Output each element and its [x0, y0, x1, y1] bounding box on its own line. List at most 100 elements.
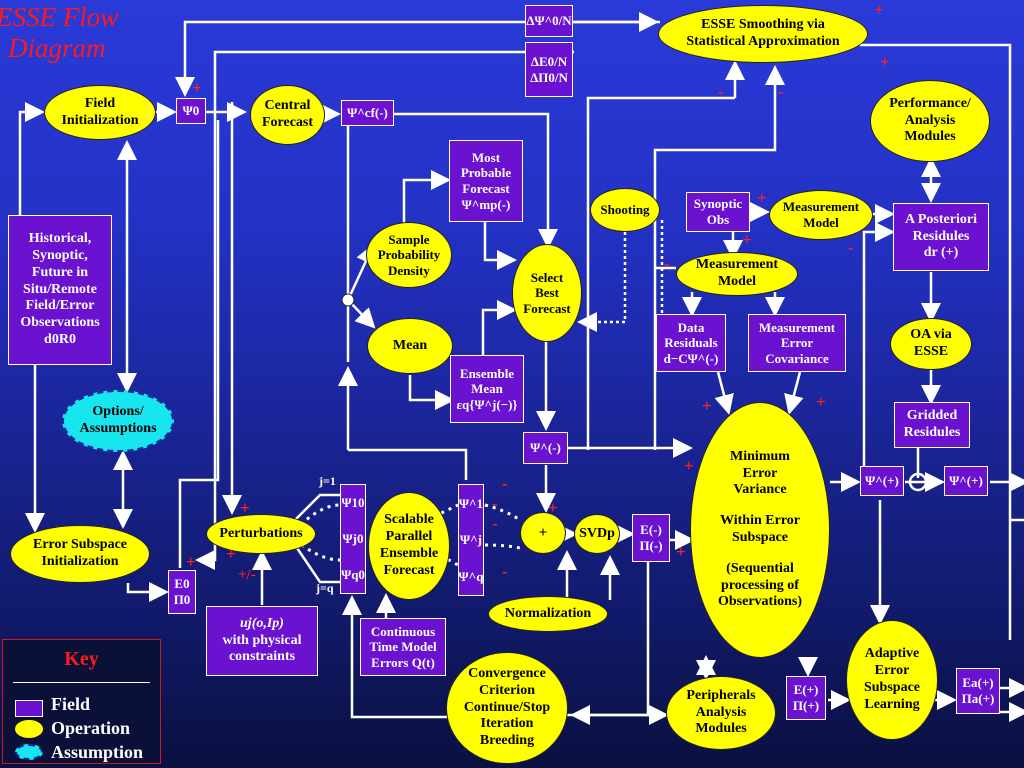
node-label: with physical: [222, 632, 302, 648]
sign-plus: +: [676, 542, 686, 561]
performance-analysis-node[interactable]: Performance/ Analysis Modules: [870, 80, 990, 162]
central-forecast-node[interactable]: Central Forecast: [250, 85, 325, 145]
node-label: Model: [803, 215, 839, 230]
data-residuals-field[interactable]: Data Residuals d−CΨ^(-): [656, 314, 726, 372]
sign-plus: +: [548, 498, 558, 517]
label-plus-minus: +/-: [238, 567, 256, 583]
ensemble-mean-field[interactable]: Ensemble Mean εq{Ψ^j(−)}: [450, 355, 524, 423]
node-label: Measurement: [782, 199, 860, 215]
psi0-ensemble-stack[interactable]: Ψ10 Ψj0 Ψq0: [340, 484, 366, 594]
node-label: Observations: [20, 315, 100, 331]
node-label: Most: [471, 149, 501, 165]
node-label: Data: [677, 319, 705, 335]
node-label: Ea(+): [962, 675, 994, 691]
node-label: Continue/Stop: [463, 699, 551, 715]
node-label: εq{Ψ^j(−)}: [456, 396, 518, 412]
normalization-node[interactable]: Normalization: [488, 596, 608, 632]
convergence-criterion-node[interactable]: Convergence Criterion Continue/Stop Iter…: [446, 652, 568, 764]
uj-physical-constraints-field[interactable]: uj(o,Ip) with physical constraints: [206, 606, 318, 676]
historical-observations-field[interactable]: Historical, Synoptic, Future in Situ/Rem…: [8, 215, 112, 365]
most-probable-forecast-field[interactable]: Most Probable Forecast Ψ^mp(-): [449, 140, 523, 222]
psi-cf-field[interactable]: Ψ^cf(-): [341, 100, 394, 126]
node-label: Assumptions: [79, 421, 157, 436]
node-label: Modules: [695, 721, 747, 737]
node-label: Residules: [903, 425, 961, 440]
node-label: E(-): [640, 522, 662, 538]
node-label: Learning: [864, 696, 920, 712]
esse-smoothing-node[interactable]: ESSE Smoothing via Statistical Approxima…: [658, 5, 868, 63]
sign-plus: +: [192, 78, 202, 97]
sum-operator-node[interactable]: +: [520, 512, 566, 554]
sign-minus: -: [718, 82, 724, 101]
node-label: dr (+): [923, 245, 959, 261]
svd-node[interactable]: SVDp: [574, 514, 620, 554]
adaptive-error-subspace-node[interactable]: Adaptive Error Subspace Learning: [846, 620, 938, 740]
node-label: Ψq0: [341, 567, 365, 583]
node-label: Probability: [377, 247, 441, 263]
legend-field-label: Field: [51, 694, 90, 714]
node-label: Central: [264, 98, 311, 114]
node-label: Synoptic,: [32, 248, 88, 263]
node-label: Breeding: [479, 733, 535, 749]
node-label: Residules: [912, 228, 970, 244]
continuous-model-errors-field[interactable]: Continuous Time Model Errors Q(t): [360, 618, 446, 676]
perturbations-node[interactable]: Perturbations: [206, 514, 316, 554]
node-label: Options/: [92, 404, 144, 420]
sign-plus: +: [240, 498, 250, 517]
node-label: Initialization: [41, 554, 119, 569]
psi-plus-field-2[interactable]: Ψ^(+): [944, 466, 988, 496]
measurement-model-mid-node[interactable]: Measurement Model: [676, 252, 798, 296]
node-label: Error: [780, 335, 814, 351]
label-j1: j=1: [319, 474, 336, 488]
node-label: Continuous: [370, 623, 436, 639]
node-label: Ψ^q: [458, 568, 484, 584]
options-assumptions-node[interactable]: Options/ Assumptions: [62, 390, 174, 452]
psi0-field[interactable]: Ψ0: [176, 98, 206, 124]
label-jq: j=q: [316, 581, 334, 595]
node-label: Obs: [706, 212, 730, 227]
shooting-node[interactable]: Shooting: [590, 188, 660, 232]
e0-pi0-field[interactable]: E0 Π0: [168, 570, 196, 614]
node-label: Ψ0: [182, 103, 200, 119]
e-pi-plus-field[interactable]: E(+) Π(+): [786, 676, 826, 720]
node-label: ΔΠ0/N: [530, 69, 568, 85]
minimum-error-variance-node[interactable]: Minimum Error Variance Within Error Subs…: [690, 402, 830, 658]
ea-pia-field[interactable]: Ea(+) Πa(+): [956, 668, 1000, 714]
psi-hat-ensemble-stack[interactable]: Ψ^1 Ψ^j Ψ^q: [458, 484, 484, 596]
peripherals-analysis-node[interactable]: Peripherals Analysis Modules: [666, 676, 776, 750]
sample-probability-density-node[interactable]: Sample Probability Density: [366, 222, 452, 288]
node-label: Future in: [31, 264, 89, 280]
measurement-error-covariance-field[interactable]: Measurement Error Covariance: [748, 314, 846, 372]
node-label: Π(+): [792, 698, 820, 713]
node-label: Iteration: [480, 716, 534, 732]
sign-minus: -: [848, 238, 854, 257]
psi-plus-field-1[interactable]: Ψ^(+): [860, 466, 904, 496]
select-best-forecast-node[interactable]: Select Best Forecast: [512, 244, 582, 342]
measurement-model-top-node[interactable]: Measurement Model: [769, 190, 873, 240]
scalable-parallel-ensemble-node[interactable]: Scalable Parallel Ensemble Forecast: [368, 492, 450, 600]
sign-plus: +: [742, 230, 752, 249]
sign-plus: +: [880, 52, 890, 71]
oa-via-esse-node[interactable]: OA via ESSE: [890, 318, 972, 370]
node-label: Π(-): [639, 538, 663, 553]
delta-e-pi-field[interactable]: ΔE0/N ΔΠ0/N: [525, 42, 573, 97]
a-posteriori-residules-field[interactable]: A Posteriori Residules dr (+): [893, 203, 989, 271]
node-label: Ψ^j: [459, 532, 483, 548]
node-label: Error: [874, 663, 910, 679]
node-label: Ψ^mp(-): [461, 196, 511, 212]
delta-psi-field[interactable]: ΔΨ^0/N: [525, 5, 573, 37]
node-label: SVDp: [579, 525, 615, 541]
node-label: Ensemble: [459, 365, 515, 381]
error-subspace-initialization-node[interactable]: Error Subspace Initialization: [10, 525, 150, 583]
field-initialization-node[interactable]: Field Initialization: [44, 85, 156, 140]
node-label: Peripherals: [686, 687, 756, 703]
node-label: ΔE0/N: [530, 53, 568, 69]
e-pi-minus-field[interactable]: E(-) Π(-): [632, 514, 670, 562]
node-label: Subspace: [731, 530, 789, 545]
legend-operation-label: Operation: [51, 718, 130, 738]
psi-minus-field[interactable]: Ψ^(-): [523, 432, 568, 464]
mean-node[interactable]: Mean: [367, 318, 453, 374]
gridded-residules-field[interactable]: Gridded Residules: [894, 402, 970, 448]
synoptic-obs-field[interactable]: Synoptic Obs: [686, 192, 750, 232]
node-label: Density: [388, 262, 430, 278]
